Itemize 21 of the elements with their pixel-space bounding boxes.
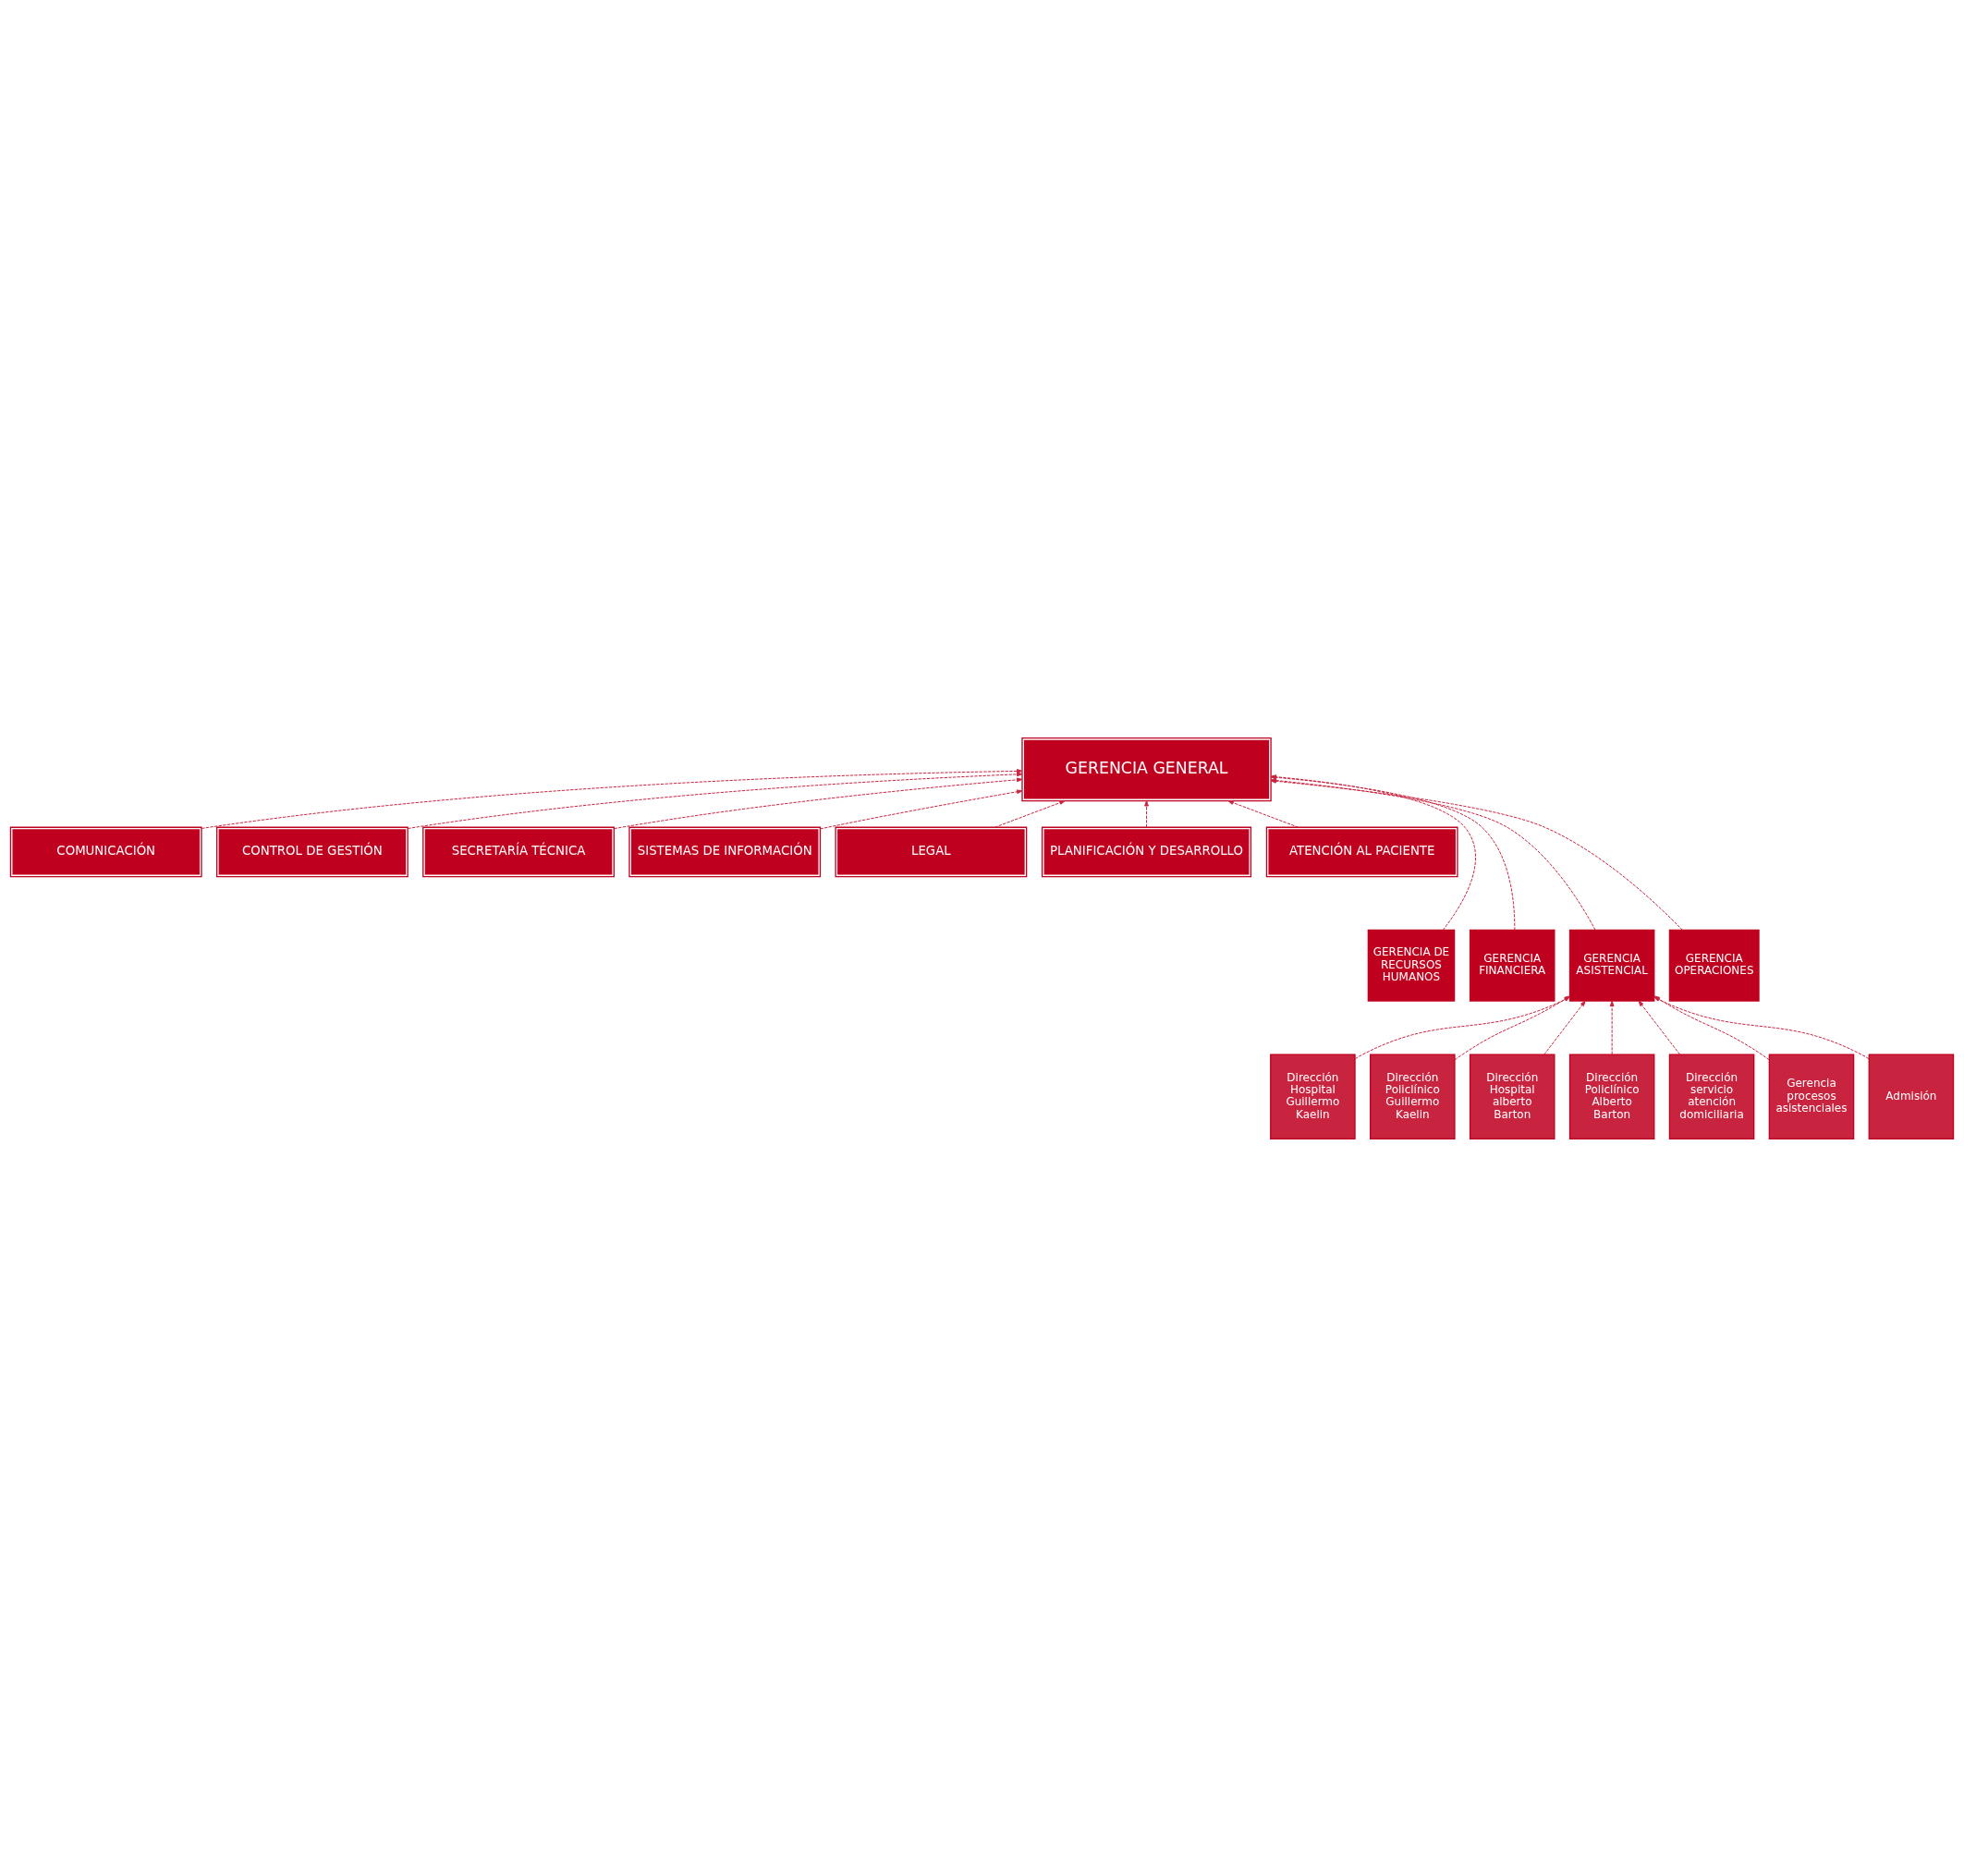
node-box: Dirección Policlínico Alberto Barton [1568,1053,1655,1139]
node-box: Dirección servicio atención domiciliaria [1668,1053,1755,1139]
arrow [1638,1000,1680,1054]
node-box: Dirección Policlínico Guillermo Kaelin [1370,1053,1456,1139]
node-box: Dirección Hospital alberto Barton [1469,1053,1555,1139]
arrow [1609,1000,1615,1054]
node-box: Dirección Hospital Guillermo Kaelin [1270,1053,1356,1139]
node-box: GERENCIA FINANCIERA [1469,929,1555,1002]
arrow [1144,799,1149,828]
arrow [407,772,1023,829]
arrow [201,768,1023,829]
node-box: GERENCIA OPERACIONES [1668,929,1760,1002]
node-box: GERENCIA ASISTENCIAL [1568,929,1655,1002]
arrow [994,799,1066,828]
node-box: Gerencia procesos asistenciales [1768,1053,1855,1139]
node-box: GERENCIA DE RECURSOS HUMANOS [1367,929,1456,1002]
arrow [820,788,1023,829]
arrow [614,776,1023,829]
arrow [1543,1000,1586,1054]
node-box: Admisión [1868,1053,1955,1139]
arrow [1227,799,1299,828]
